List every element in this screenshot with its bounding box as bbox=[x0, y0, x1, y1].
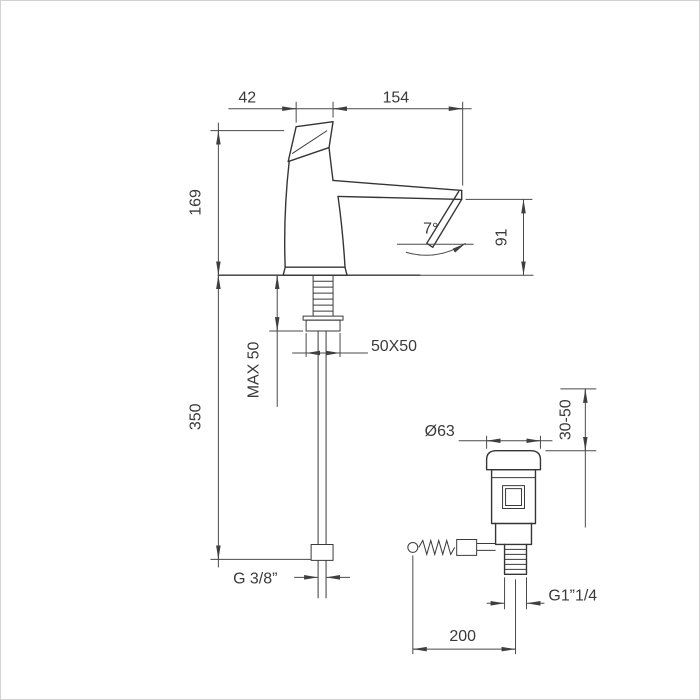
dim-169-350: 169 350 bbox=[187, 122, 312, 568]
dim-350-label: 350 bbox=[187, 403, 204, 430]
dim-169-label: 169 bbox=[187, 189, 204, 216]
faucet-handle bbox=[287, 120, 334, 163]
dim-50x50: 50X50 bbox=[292, 333, 417, 357]
dim-42-154: 42 154 bbox=[228, 90, 472, 186]
waste-body bbox=[490, 468, 537, 546]
dim-7deg-label: 7° bbox=[423, 220, 438, 237]
dim-dia63-label: Ø63 bbox=[425, 423, 455, 440]
dim-30-50-label: 30-50 bbox=[557, 399, 574, 440]
dim-50x50-label: 50X50 bbox=[371, 338, 417, 355]
dim-154-label: 154 bbox=[383, 90, 410, 107]
dim-42-label: 42 bbox=[238, 90, 256, 107]
dim-dia63: Ø63 bbox=[425, 423, 553, 449]
dim-200-label: 200 bbox=[449, 628, 476, 645]
waste-lever-rod bbox=[407, 538, 496, 557]
faucet-spout bbox=[332, 179, 463, 248]
dim-max50-label: MAX 50 bbox=[245, 341, 262, 398]
dim-g38: G 3/8” bbox=[233, 570, 350, 587]
dim-91-label: 91 bbox=[494, 228, 511, 246]
dim-200: 200 bbox=[412, 555, 517, 655]
mounting-shank bbox=[302, 275, 344, 332]
popup-waste-outline bbox=[407, 450, 542, 576]
dim-g114-label: G1”1/4 bbox=[548, 587, 597, 604]
dim-30-50: 30-50 bbox=[545, 388, 597, 528]
dim-91: 91 bbox=[465, 198, 533, 276]
dim-angle-7: 7° bbox=[396, 220, 474, 256]
faucet-body bbox=[282, 146, 348, 276]
dim-max50: MAX 50 bbox=[245, 275, 304, 407]
supply-hose bbox=[310, 331, 334, 599]
dim-g114: G1”1/4 bbox=[486, 577, 597, 610]
waste-cap bbox=[485, 450, 542, 471]
faucet-outline bbox=[217, 120, 534, 599]
waste-tailpiece bbox=[503, 543, 528, 576]
dim-g38-label: G 3/8” bbox=[233, 570, 277, 587]
